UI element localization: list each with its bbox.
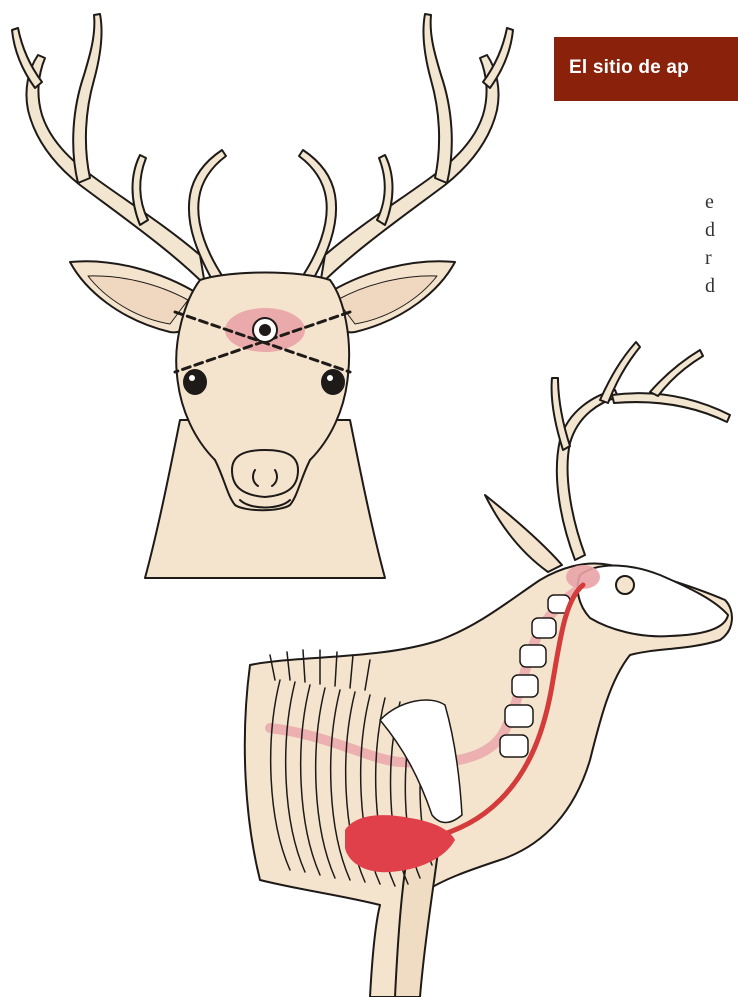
side-antler — [552, 342, 730, 560]
left-eye — [184, 370, 206, 394]
side-ear — [485, 495, 562, 572]
left-antler — [12, 14, 226, 285]
eye-socket — [616, 576, 634, 594]
deer-head-front-view — [12, 14, 513, 578]
right-eye — [322, 370, 344, 394]
nose — [232, 450, 298, 497]
target-crosshair-icon — [253, 318, 277, 342]
right-antler — [299, 14, 513, 285]
